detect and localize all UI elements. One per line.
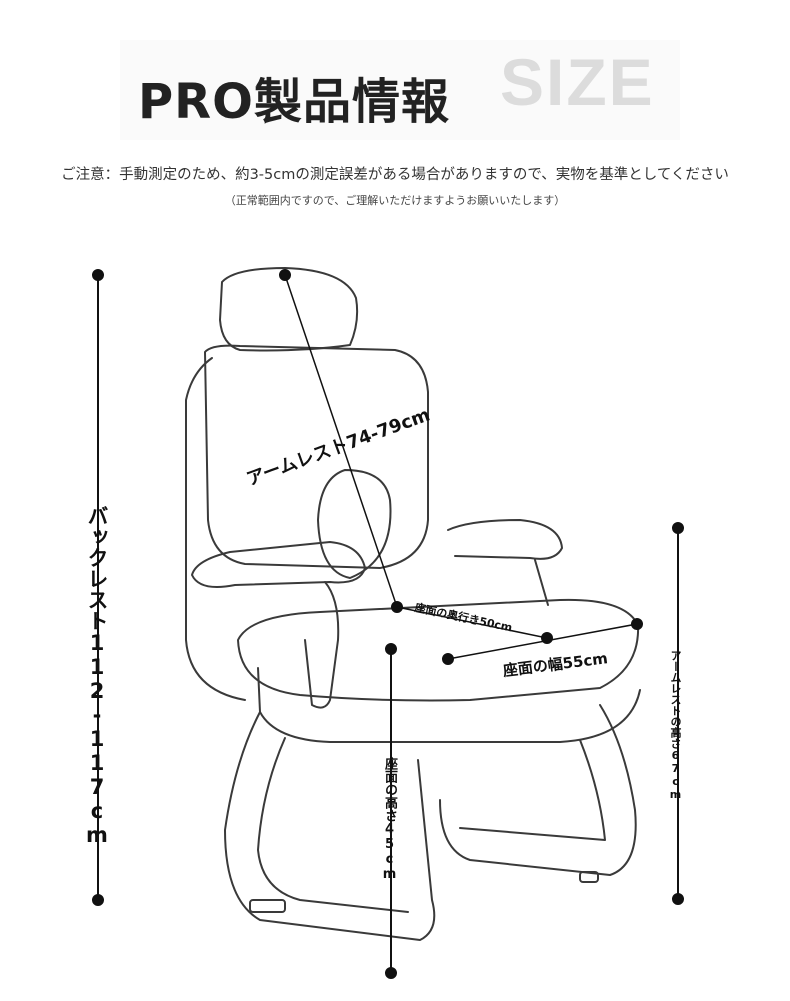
seat-height-top-dot xyxy=(385,643,397,655)
armrest-length-top-dot xyxy=(279,269,291,281)
dimension-lines xyxy=(92,269,684,979)
chair-illustration xyxy=(185,267,641,941)
armrest-height-bottom-dot xyxy=(672,893,684,905)
chair-right-base xyxy=(439,704,637,876)
backrest-dimension-bottom-dot xyxy=(92,894,104,906)
armrest-height-label: アームレストの高さ67cm xyxy=(669,650,682,801)
seat-width-right-dot xyxy=(631,618,643,630)
chair-backrest xyxy=(204,344,429,569)
chair-foot-right xyxy=(579,871,599,883)
header-band xyxy=(120,40,680,140)
chair-right-base-inner xyxy=(459,739,606,841)
backrest-height-label: バックレスト112-117cm xyxy=(85,505,109,847)
chair-lumbar xyxy=(317,469,392,579)
backrest-dimension-top-dot xyxy=(92,269,104,281)
seat-height-bottom-dot xyxy=(385,967,397,979)
chair-left-base xyxy=(224,711,436,941)
seat-height-label: 座面の高さ45cm xyxy=(382,757,397,882)
chair-right-armrest xyxy=(447,519,563,560)
chair-seat-front xyxy=(257,667,641,743)
seat-width-left-dot xyxy=(442,653,454,665)
seat-width-dimension-line xyxy=(447,623,638,660)
chair-left-armrest xyxy=(191,541,366,588)
armrest-height-top-dot xyxy=(672,522,684,534)
chair-seat xyxy=(237,598,640,702)
chair-back-shell xyxy=(185,357,246,701)
measurement-notice-sub: （正常範囲内ですので、ご理解いただけますようお願いいたします） xyxy=(224,194,566,207)
size-heading: SIZE xyxy=(500,45,655,119)
seat-depth-dimension-line xyxy=(396,606,548,639)
measurement-notice: ご注意：手動測定のため、約3-5cmの測定誤差がある場合がありますので、実物を基… xyxy=(61,167,729,183)
chair-left-base-inner xyxy=(257,737,409,913)
armrest-length-dimension-line xyxy=(284,274,398,608)
page-title: PRO製品情報 xyxy=(138,74,450,130)
chair-headrest xyxy=(219,267,359,352)
chair-right-arm-support xyxy=(534,559,549,606)
chair-foot-left xyxy=(249,899,286,913)
chair-left-arm-support xyxy=(304,581,340,709)
